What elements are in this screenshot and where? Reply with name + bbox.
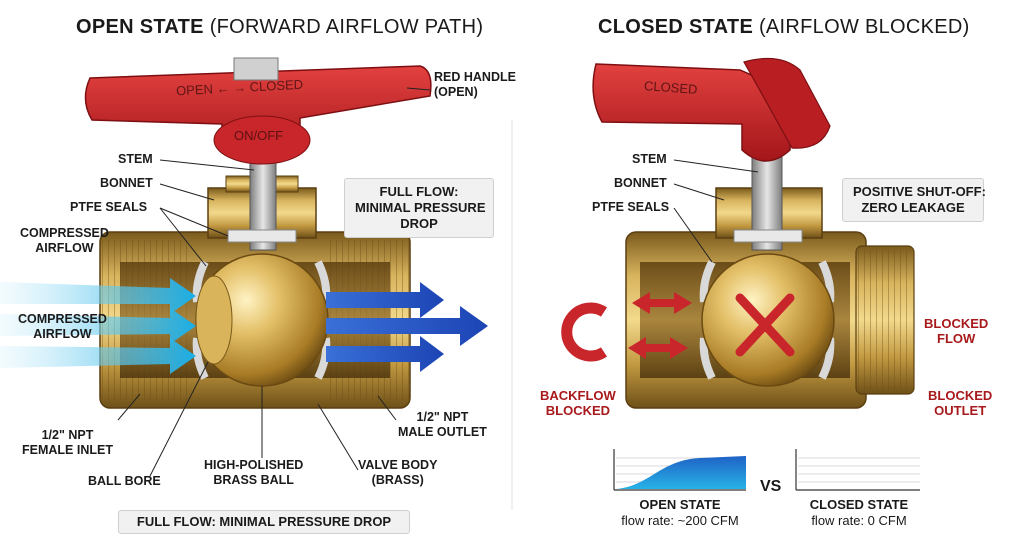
open-ball-bore: [196, 276, 232, 364]
open-state-title: OPEN STATE (FORWARD AIRFLOW PATH): [76, 16, 483, 39]
open-title-sub: (FORWARD AIRFLOW PATH): [210, 16, 484, 38]
label-closed-stem: STEM: [632, 152, 667, 167]
label-ball-bore: BALL BORE: [88, 474, 161, 489]
label-compressed-airflow-mid: COMPRESSED AIRFLOW: [18, 312, 107, 342]
open-handle-nut: [234, 58, 278, 80]
open-airflow-out: [326, 282, 488, 372]
label-closed-bonnet: BONNET: [614, 176, 667, 191]
open-flow-caption: OPEN STATE flow rate: ~200 CFM: [610, 497, 750, 529]
open-title-bold: OPEN STATE: [76, 16, 204, 38]
label-inlet: 1/2" NPT FEMALE INLET: [22, 428, 113, 458]
label-backflow-blocked: BACKFLOW BLOCKED: [540, 388, 616, 418]
label-open-bonnet: BONNET: [100, 176, 153, 191]
label-red-handle: RED HANDLE (OPEN): [434, 70, 516, 100]
closed-ptfe-seal-ring: [734, 230, 802, 242]
closed-title-bold: CLOSED STATE: [598, 16, 753, 38]
closed-callout-box: POSITIVE SHUT-OFF: ZERO LEAKAGE: [842, 178, 984, 222]
label-valve-body: VALVE BODY (BRASS): [358, 458, 437, 488]
vs-label: VS: [760, 478, 781, 496]
closed-valve: [567, 58, 914, 408]
open-flow-rate: flow rate: ~200 CFM: [610, 513, 750, 529]
closed-flow-rate: flow rate: 0 CFM: [792, 513, 926, 529]
closed-flow-state: CLOSED STATE: [792, 497, 926, 513]
backflow-u-icon: [567, 308, 604, 356]
closed-state-title: CLOSED STATE (AIRFLOW BLOCKED): [598, 16, 970, 39]
label-open-ptfe-seals: PTFE SEALS: [70, 200, 147, 215]
closed-flow-mini-chart: [796, 449, 920, 490]
closed-title-sub: (AIRFLOW BLOCKED): [759, 16, 970, 38]
closed-outlet-threads: [858, 250, 912, 390]
label-open-stem: STEM: [118, 152, 153, 167]
label-blocked-flow: BLOCKED FLOW: [924, 316, 988, 346]
open-flow-mini-chart: [614, 449, 746, 490]
open-handle-hub-label: ON/OFF: [234, 128, 283, 143]
open-ptfe-seal-ring: [228, 230, 296, 242]
label-compressed-airflow-top: COMPRESSED AIRFLOW: [20, 226, 109, 256]
label-outlet: 1/2" NPT MALE OUTLET: [398, 410, 487, 440]
label-brass-ball: HIGH-POLISHED BRASS BALL: [204, 458, 303, 488]
label-blocked-outlet: BLOCKED OUTLET: [928, 388, 992, 418]
open-callout-box: FULL FLOW: MINIMAL PRESSURE DROP: [344, 178, 494, 238]
closed-flow-caption: CLOSED STATE flow rate: 0 CFM: [792, 497, 926, 529]
label-closed-ptfe-seals: PTFE SEALS: [592, 200, 669, 215]
open-flow-state: OPEN STATE: [610, 497, 750, 513]
open-footer-box: FULL FLOW: MINIMAL PRESSURE DROP: [118, 510, 410, 534]
